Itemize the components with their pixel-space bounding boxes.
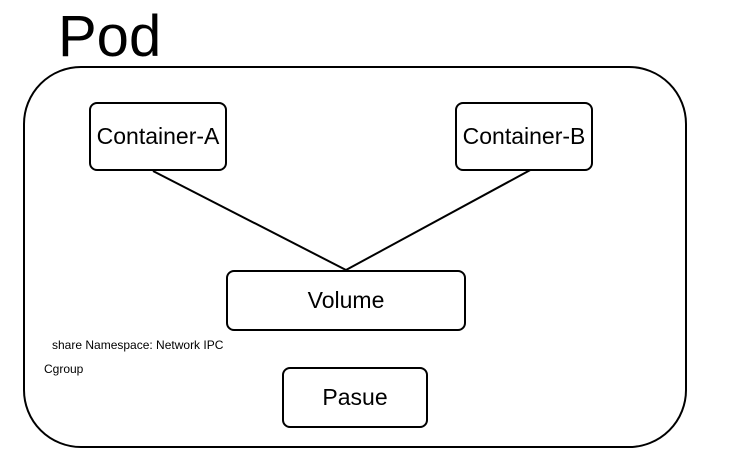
container-a-node: Container-A (89, 102, 227, 171)
connector-b-to-volume (345, 167, 535, 271)
volume-node: Volume (226, 270, 466, 331)
pod-boundary (23, 66, 687, 448)
pod-title: Pod (58, 4, 162, 69)
connector-a-to-volume (152, 170, 347, 271)
container-b-node: Container-B (455, 102, 593, 171)
namespace-note: share Namespace: Network IPC (52, 338, 224, 352)
pause-node: Pasue (282, 367, 428, 428)
cgroup-note: Cgroup (44, 362, 84, 376)
